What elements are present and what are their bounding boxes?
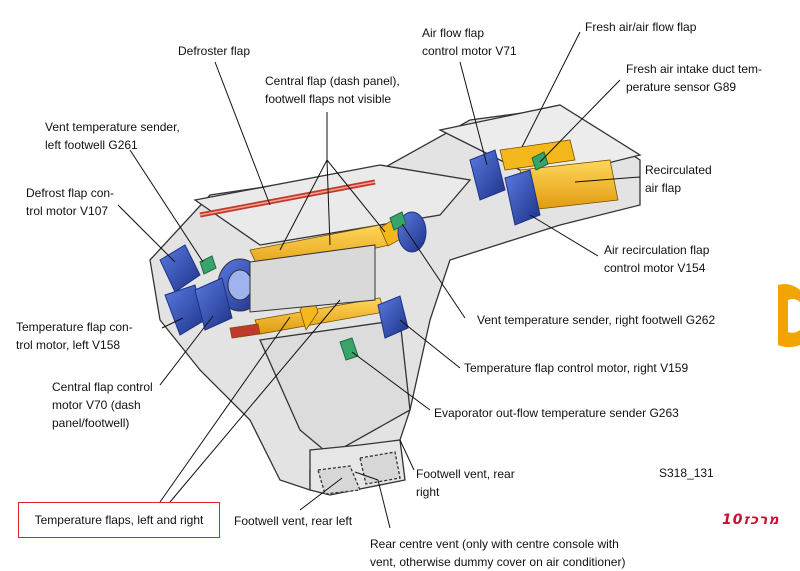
label-rear-centre-vent: Rear centre vent (only with centre conso… — [370, 537, 626, 569]
label-footwell-rear-left: Footwell vent, rear left — [234, 514, 353, 528]
label-fresh-intake-sensor: Fresh air intake duct tem-perature senso… — [626, 62, 763, 94]
figure-code: S318_131 — [659, 466, 714, 480]
label-temperature-flaps: Temperature flaps, left and right — [34, 513, 204, 527]
label-defrost-motor: Defrost flap con-trol motor V107 — [26, 186, 115, 218]
side-decoration — [778, 284, 800, 348]
label-temperature-flaps-box: Temperature flaps, left and right — [18, 502, 220, 538]
sensor-g89 — [531, 151, 549, 171]
label-temp-motor-left: Temperature flap con-trol motor, left V1… — [16, 320, 133, 352]
defroster-flap-shaft — [199, 179, 376, 218]
label-temp-motor-right: Temperature flap control motor, right V1… — [464, 361, 689, 375]
label-defroster-flap: Defroster flap — [178, 44, 251, 58]
logo-text: מרכז10 — [722, 512, 780, 528]
label-vent-temp-left: Vent temperature sender,left footwell G2… — [45, 120, 180, 152]
sensor-g262 — [389, 211, 407, 231]
label-vent-temp-right: Vent temperature sender, right footwell … — [477, 313, 716, 327]
sensor-g261 — [199, 255, 217, 275]
label-fresh-air-flap: Fresh air/air flow flap — [585, 20, 697, 34]
motor-v154 — [504, 169, 541, 226]
label-evap-sender: Evaporator out-flow temperature sender G… — [434, 406, 679, 420]
label-central-flap: Central flap (dash panel),footwell flaps… — [265, 74, 400, 106]
central-drum — [217, 244, 376, 313]
motor-v159 — [377, 295, 409, 339]
leader-lines — [117, 31, 641, 529]
motor-v71 — [469, 149, 506, 201]
motor-v70 — [194, 277, 233, 331]
